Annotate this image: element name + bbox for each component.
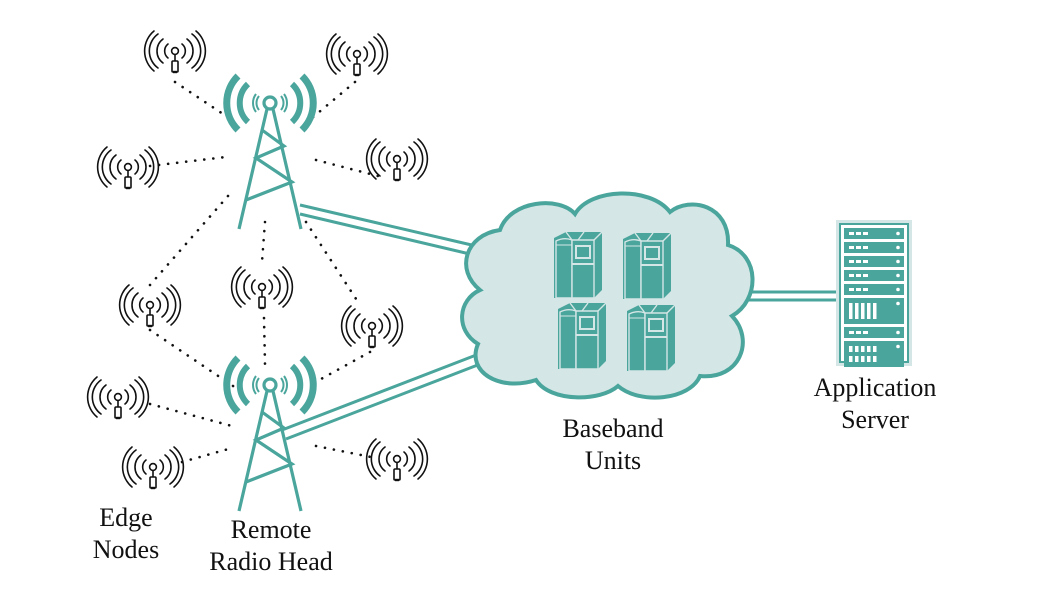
slot-indicator (863, 246, 868, 249)
status-led (896, 245, 900, 250)
wireless-link (260, 220, 267, 264)
slot-indicator (863, 274, 868, 277)
slot-indicator (849, 331, 854, 334)
slot-indicator (849, 260, 854, 263)
drive-slot (867, 303, 871, 319)
wireless-link (304, 220, 362, 307)
wireless-link (314, 444, 378, 460)
status-led (896, 330, 900, 335)
drive-slot (861, 303, 865, 319)
remote-radio-head-label-line2: Radio Head (209, 547, 333, 576)
baseband-unit-icon (553, 231, 603, 299)
baseband-units-label: Baseband Units (528, 413, 698, 477)
slot-indicator (849, 288, 854, 291)
baseband-unit-icon (557, 302, 607, 370)
baseband-units-label-line2: Units (584, 446, 642, 475)
wireless-link (148, 328, 238, 390)
baseband-units-label-line1: Baseband (562, 414, 664, 443)
edge-node-icon (365, 437, 429, 482)
edge-nodes-label-line1: Edge (99, 503, 153, 532)
slot-indicator (849, 232, 854, 235)
drive-slot (849, 303, 853, 319)
wireless-link (148, 402, 234, 428)
edge-node-icon (118, 283, 182, 328)
wireless-link (314, 158, 380, 178)
server-slot (844, 242, 904, 253)
remote-radio-head-label-line1: Remote (230, 515, 312, 544)
slot-indicator (856, 246, 861, 249)
fronthaul-link-bottom (281, 350, 489, 441)
server-slot (844, 284, 904, 295)
slot-indicator (856, 288, 861, 291)
status-led (896, 301, 900, 306)
baseband-cloud (460, 191, 755, 400)
status-led (896, 231, 900, 236)
slot-indicator (863, 260, 868, 263)
server-slot (844, 270, 904, 281)
drive-slot (855, 303, 859, 319)
edge-node-icon (143, 29, 207, 74)
wireless-link (148, 155, 228, 168)
server-slot (844, 256, 904, 267)
status-led (896, 344, 900, 349)
slot-indicator (849, 246, 854, 249)
edge-node-icon (230, 265, 294, 310)
server-slot (844, 228, 904, 239)
slot-indicator (863, 288, 868, 291)
status-led (896, 287, 900, 292)
wireless-link (148, 194, 230, 287)
baseband-unit-icon (622, 232, 672, 300)
application-server-label-line2: Server (841, 405, 909, 434)
remote-radio-head-label: Remote Radio Head (186, 514, 356, 578)
wireless-link (262, 316, 267, 366)
drive-slot (873, 303, 877, 319)
edge-node-icon (121, 445, 185, 490)
edge-node-icon (86, 375, 150, 420)
slot-indicator (863, 232, 868, 235)
edge-nodes-label-line2: Nodes (92, 535, 160, 564)
slot-indicator (856, 232, 861, 235)
status-led (896, 273, 900, 278)
application-server-label-line1: Application (813, 373, 937, 402)
fronthaul-link-top (299, 203, 477, 257)
wireless-links (148, 80, 380, 464)
slot-indicator (863, 331, 868, 334)
edge-nodes-label: Edge Nodes (66, 502, 186, 566)
edge-node-icon (340, 304, 404, 349)
application-server-label: Application Server (790, 372, 960, 436)
edge-node-icon (96, 145, 160, 190)
status-led (896, 259, 900, 264)
edge-node-icon (365, 137, 429, 182)
slot-indicator (856, 331, 861, 334)
server-slot (844, 327, 904, 338)
slot-indicator (856, 274, 861, 277)
slot-indicator (856, 260, 861, 263)
wireless-link (310, 350, 372, 386)
application-server-icon (836, 220, 912, 367)
slot-indicator (849, 274, 854, 277)
edge-node-icon (325, 32, 389, 77)
wireless-link (310, 80, 357, 120)
wireless-link (180, 446, 234, 464)
baseband-unit-icon (626, 304, 676, 372)
